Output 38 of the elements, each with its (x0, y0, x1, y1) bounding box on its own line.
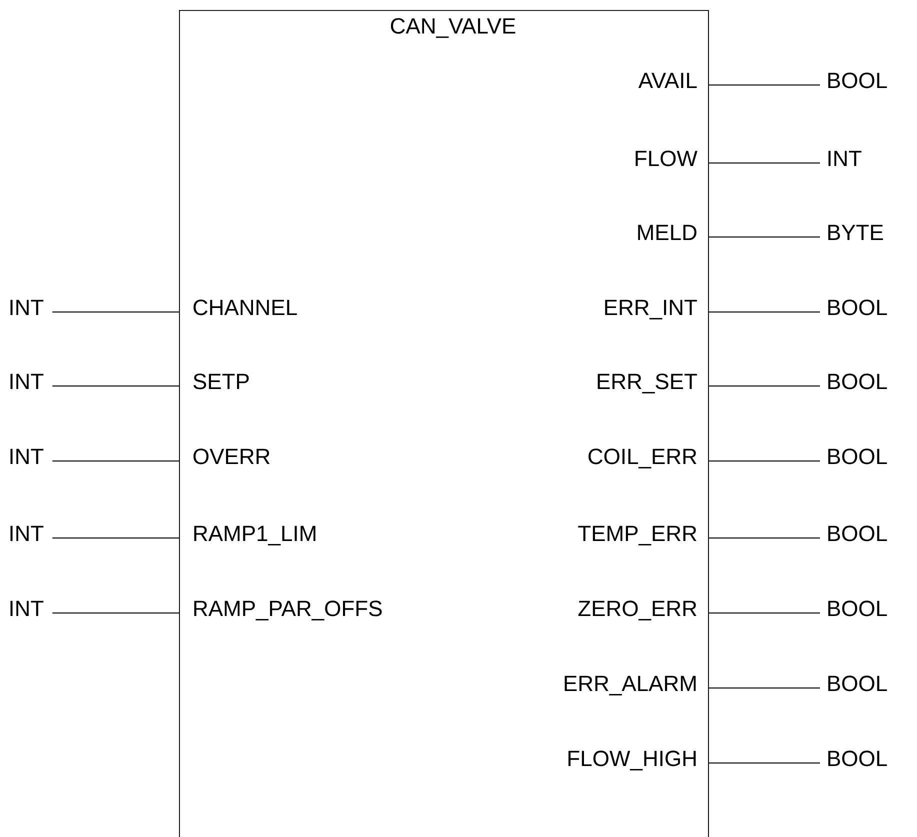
pin-label: MELD (638, 224, 696, 240)
connector-line (52, 460, 180, 462)
pin-label: FLOW (636, 150, 698, 166)
connector-line (708, 612, 820, 614)
pin-label: SETP (193, 374, 249, 390)
type-label: BOOL (828, 300, 887, 316)
pin-label: RAMP_PAR_OFFS (194, 600, 382, 620)
connector-line (52, 612, 180, 614)
type-label: INT (10, 600, 44, 616)
pin-label: ERR_ALARM (564, 676, 696, 696)
connector-line (708, 460, 820, 462)
connector-line (708, 84, 820, 86)
pin-label: ERR_INT (605, 300, 697, 320)
pin-label: COIL_ERR (588, 448, 696, 468)
type-label: INT (828, 150, 862, 166)
pin-label: FLOW_HIGH (568, 750, 696, 770)
pin-label: AVAIL (638, 72, 697, 88)
pin-label: ERR_SET (598, 374, 697, 394)
pin-label: TEMP_ERR (578, 526, 696, 546)
type-label: BOOL (828, 448, 887, 464)
type-label: BOOL (828, 676, 887, 692)
type-label: INT (10, 300, 44, 315)
type-label: BOOL (828, 374, 887, 390)
pin-label: CHANNEL (194, 300, 297, 316)
type-label: BOOL (828, 72, 887, 88)
connector-line (708, 236, 820, 238)
type-label: BOOL (828, 750, 887, 766)
connector-line (708, 162, 820, 164)
pin-label: ZERO_ERR (578, 600, 696, 620)
type-label: BYTE (828, 224, 883, 240)
type-label: BOOL (828, 600, 887, 616)
type-label: BOOL (828, 526, 887, 542)
type-label: INT (10, 448, 44, 464)
pin-label: OVERR (194, 448, 270, 464)
pin-label: RAMP1_LIM (194, 526, 316, 546)
type-label: INT (10, 374, 44, 389)
type-label: INT (10, 526, 44, 541)
connector-line (708, 762, 820, 764)
